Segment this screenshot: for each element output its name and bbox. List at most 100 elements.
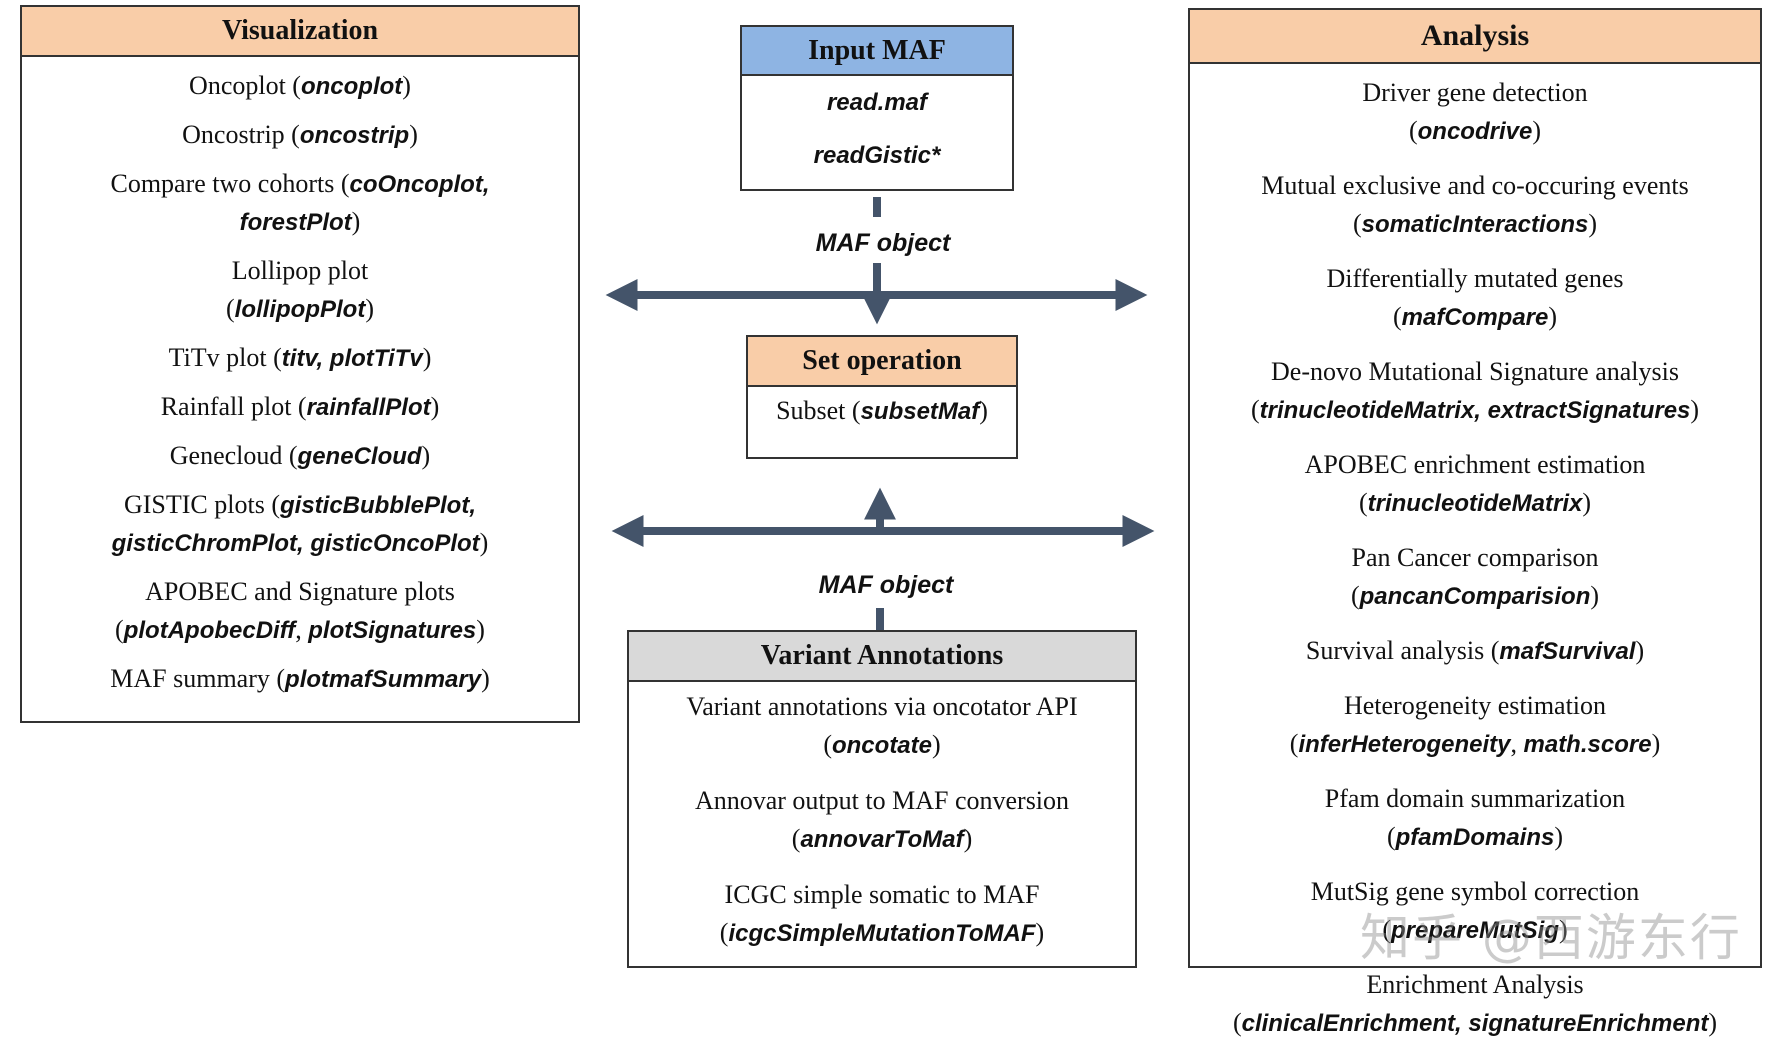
function-name: oncodrive [1417, 118, 1533, 145]
item-text: ) [1590, 581, 1600, 610]
item-text: MutSig gene symbol correction [1310, 877, 1640, 906]
list-item: read.maf [742, 86, 1012, 123]
item-line: (oncotate) [629, 728, 1135, 766]
item-text: De-novo Mutational Signature analysis [1271, 357, 1679, 386]
item-text: ) [481, 664, 490, 693]
item-line: (trinucleotideMatrix) [1190, 486, 1760, 524]
item-text: Heterogeneity estimation [1343, 691, 1607, 720]
list-item: Annovar output to MAF conversion(annovar… [629, 784, 1135, 860]
item-text: Rainfall plot ( [160, 392, 307, 421]
item-line: read.maf [742, 86, 1012, 123]
item-text: ) [1690, 395, 1700, 424]
set-operation-box: Set operation Subset (subsetMaf) [746, 335, 1018, 459]
function-name: lollipopPlot [234, 296, 366, 323]
list-item: De-novo Mutational Signature analysis (tr… [1190, 355, 1760, 431]
list-item: Pfam domain summarization(pfamDomains) [1190, 782, 1760, 858]
item-text: Subset ( [776, 396, 861, 425]
function-name: gisticChromPlot, gisticOncoPlot [111, 530, 480, 557]
item-text: Survival analysis ( [1305, 636, 1500, 665]
item-text: ( [1289, 729, 1299, 758]
maf-object-label-top: MAF object [800, 226, 966, 260]
function-name: pancanComparision [1359, 583, 1591, 610]
item-text: ) [1651, 729, 1661, 758]
item-line: Rainfall plot (rainfallPlot) [22, 390, 578, 428]
item-line: Oncostrip (oncostrip) [22, 118, 578, 156]
item-text: ( [1358, 488, 1368, 517]
function-name: read.maf [826, 89, 928, 116]
bottom-connector [611, 487, 1155, 630]
item-text: ( [719, 918, 729, 947]
input-maf-header: Input MAF [742, 27, 1012, 76]
item-line: ICGC simple somatic to MAF [629, 878, 1135, 916]
function-name: titv, plotTiTv [281, 345, 423, 372]
item-line: (annovarToMaf) [629, 822, 1135, 860]
item-line: Driver gene detection [1190, 76, 1760, 114]
function-name: gisticBubblePlot, [279, 492, 476, 519]
function-name: readGistic* [813, 142, 941, 169]
item-line: MutSig gene symbol correction [1190, 875, 1760, 913]
item-text: ) [932, 730, 941, 759]
watermark: 知乎 @西游东行 [1360, 909, 1742, 967]
item-text: ) [1554, 822, 1564, 851]
list-item: Driver gene detection(oncodrive) [1190, 76, 1760, 152]
item-line: (icgcSimpleMutationToMAF) [629, 916, 1135, 954]
item-text: ) [1548, 302, 1558, 331]
item-text: Enrichment Analysis [1366, 970, 1584, 999]
item-line: Pan Cancer comparison [1190, 541, 1760, 579]
item-line: Survival analysis (mafSurvival) [1190, 634, 1760, 672]
item-line: Subset (subsetMaf) [748, 394, 1016, 432]
item-text: ( [1250, 395, 1260, 424]
top-connector [605, 197, 1148, 325]
analysis-header: Analysis [1190, 10, 1760, 64]
function-name: pfamDomains [1395, 824, 1555, 851]
item-text: MAF summary ( [110, 664, 286, 693]
function-name: mafCompare [1401, 304, 1549, 331]
connector-arrows [605, 197, 1155, 630]
item-text: APOBEC and Signature plots [145, 577, 455, 606]
item-text: ( [1350, 581, 1360, 610]
item-text: ) [365, 294, 374, 323]
item-line: (trinucleotideMatrix, extractSignatures) [1190, 393, 1760, 431]
item-text: Oncostrip ( [182, 120, 300, 149]
item-line: Pfam domain summarization [1190, 782, 1760, 820]
item-text: Differentially mutated genes [1326, 264, 1624, 293]
item-text: Oncoplot ( [189, 71, 301, 100]
list-item: Rainfall plot (rainfallPlot) [22, 390, 578, 428]
function-name: annovarToMaf [800, 826, 964, 853]
item-line: APOBEC enrichment estimation [1190, 448, 1760, 486]
item-line: Annovar output to MAF conversion [629, 784, 1135, 822]
function-name: icgcSimpleMutationToMAF [728, 920, 1036, 947]
item-text: ) [430, 392, 440, 421]
item-text: ( [791, 824, 801, 853]
visualization-header: Visualization [22, 7, 578, 57]
item-line: Lollipop plot [22, 254, 578, 292]
analysis-items: Driver gene detection(oncodrive)Mutual e… [1190, 64, 1760, 1044]
item-text: Pfam domain summarization [1324, 784, 1626, 813]
list-item: Lollipop plot(lollipopPlot) [22, 254, 578, 330]
list-item: MAF summary (plotmafSummary) [22, 662, 578, 700]
item-line: De-novo Mutational Signature analysis [1190, 355, 1760, 393]
list-item: Survival analysis (mafSurvival) [1190, 634, 1760, 672]
maf-object-label-bottom: MAF object [803, 568, 969, 602]
item-line: (plotApobecDiff, plotSignatures) [22, 613, 578, 651]
item-text: , [295, 615, 309, 644]
set-operation-items: Subset (subsetMaf) [748, 387, 1016, 432]
item-line: (inferHeterogeneity, math.score) [1190, 727, 1760, 765]
item-line: APOBEC and Signature plots [22, 575, 578, 613]
item-text: Genecloud ( [169, 441, 298, 470]
item-line: Differentially mutated genes [1190, 262, 1760, 300]
item-text: ( [1352, 209, 1362, 238]
function-name: trinucleotideMatrix, extractSignatures [1259, 397, 1691, 424]
item-line: forestPlot) [22, 205, 578, 243]
function-name: oncotate [831, 732, 932, 759]
item-line: (clinicalEnrichment, signatureEnrichment… [1190, 1006, 1760, 1044]
item-text: APOBEC enrichment estimation [1304, 450, 1646, 479]
list-item: GISTIC plots (gisticBubblePlot,gisticChr… [22, 488, 578, 564]
item-text: ) [479, 528, 489, 557]
item-line: (oncodrive) [1190, 114, 1760, 152]
visualization-items: Oncoplot (oncoplot) Oncostrip (oncostrip)… [22, 57, 578, 700]
item-line: (mafCompare) [1190, 300, 1760, 338]
item-text: ) [351, 207, 361, 236]
function-name: oncoplot [300, 73, 403, 100]
item-text: ( [823, 730, 832, 759]
